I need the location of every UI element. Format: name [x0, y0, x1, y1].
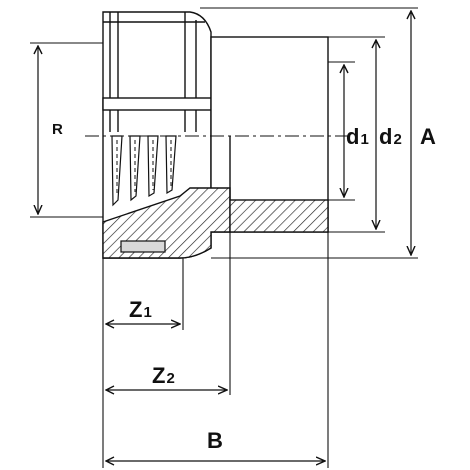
section-view [102, 135, 329, 259]
label-B: B [207, 428, 223, 453]
label-d1: d1 [346, 124, 369, 149]
dimension-lines [38, 11, 411, 461]
thread-crests [116, 140, 172, 196]
socket-section-hatch [229, 199, 329, 233]
label-Z2: Z2 [152, 363, 175, 388]
dimension-labels: R d1 d2 A Z1 Z2 B [52, 121, 436, 453]
extension-lines [30, 7, 418, 468]
label-A: A [420, 124, 436, 149]
label-d2: d2 [379, 124, 402, 149]
seal-insert [120, 240, 166, 253]
label-Z1: Z1 [129, 297, 152, 322]
nut-band [102, 97, 212, 111]
label-R: R [52, 121, 63, 138]
